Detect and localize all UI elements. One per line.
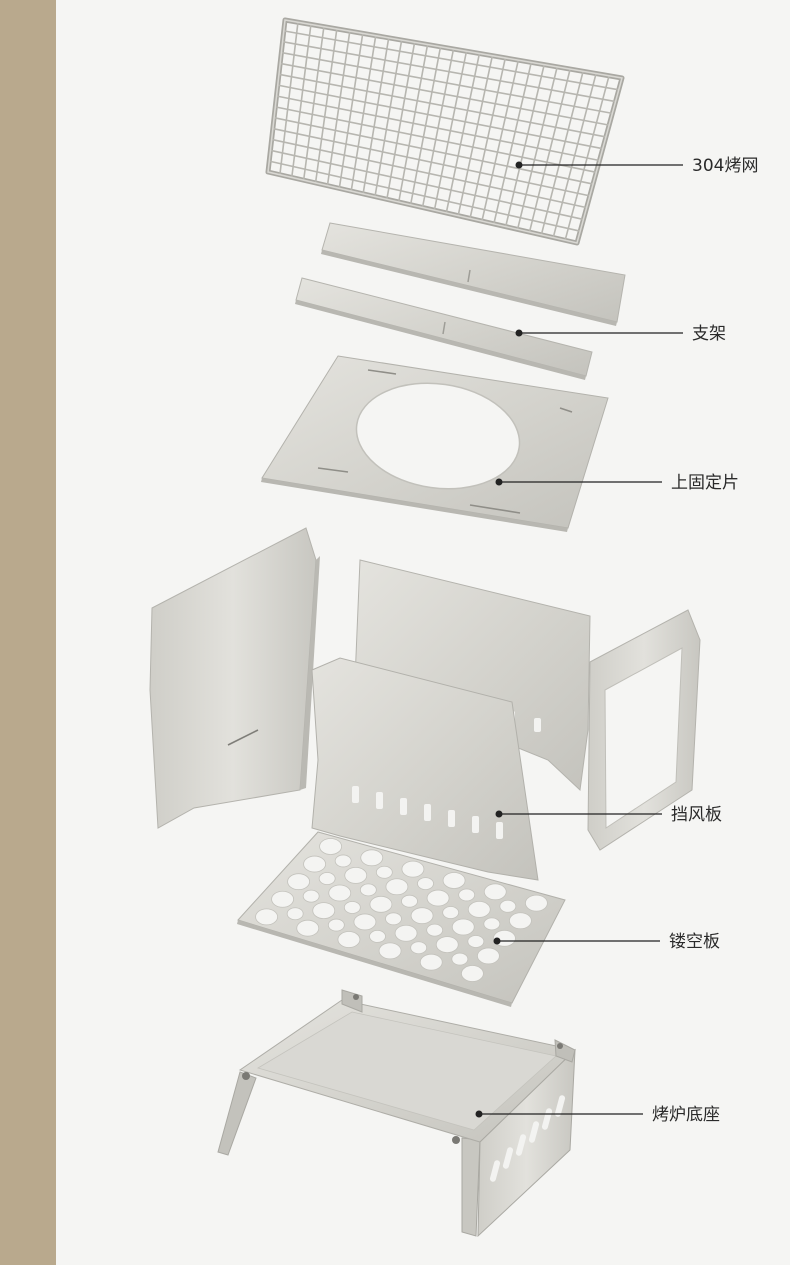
part-label-top-plate: 上固定片	[671, 473, 739, 493]
callout-base: 烤炉底座	[475, 1105, 720, 1125]
part-label-bracket: 支架	[692, 324, 726, 344]
callout-bracket: 支架	[515, 324, 726, 344]
part-label-perforated: 镂空板	[669, 932, 720, 952]
callout-top-plate: 上固定片	[495, 473, 739, 493]
callout-windshield: 挡风板	[495, 805, 722, 825]
side-color-strip	[0, 0, 56, 1265]
stove-base	[217, 989, 577, 1238]
windshield-front-panel	[311, 657, 539, 881]
top-fixing-plate	[261, 355, 609, 532]
perforated-plate	[237, 831, 566, 1007]
windshield-panels	[149, 527, 701, 881]
callout-grill: 304烤网	[515, 156, 758, 176]
grill-mesh	[265, 17, 625, 246]
bracket-strips	[295, 222, 626, 380]
part-label-base: 烤炉底座	[652, 1105, 720, 1125]
part-label-grill: 304烤网	[692, 156, 758, 176]
windshield-left-panel	[149, 527, 317, 829]
callout-perforated: 镂空板	[493, 932, 720, 952]
part-label-windshield: 挡风板	[671, 805, 722, 825]
